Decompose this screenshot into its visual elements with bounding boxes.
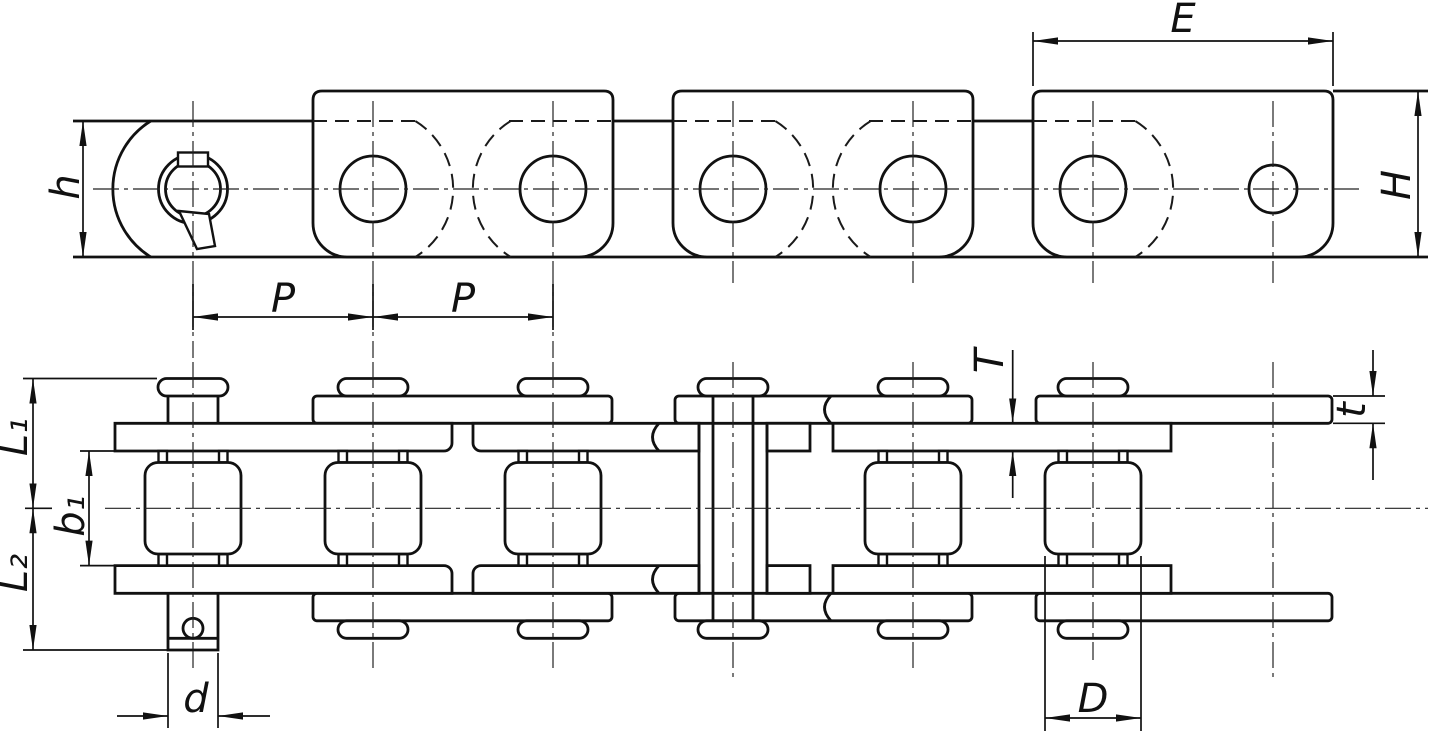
inner-plate-bar-top-4 xyxy=(831,421,1173,453)
dim-P: P P xyxy=(192,276,554,330)
inner-plate-bar-top-1 xyxy=(113,421,454,453)
inner-plate-bar-top-2 xyxy=(471,421,701,453)
break-arc-inner-top xyxy=(651,422,661,452)
dim-d: d xyxy=(117,653,270,728)
outer-plate-bar-bottom-3 xyxy=(1034,591,1334,623)
hidden-inner-plate-arc-h5 xyxy=(831,120,872,258)
dim-label-h: h xyxy=(43,174,89,199)
break-arc-inner-bottom xyxy=(651,564,661,595)
side-vertical-centerlines xyxy=(192,101,1274,358)
inner-plate-bar-top-3 xyxy=(765,421,812,453)
hidden-inner-plate-arc-h4 xyxy=(774,120,815,258)
dim-label-L1: L₁ xyxy=(0,418,37,456)
cotter-pin-leg xyxy=(177,209,217,251)
dim-L2: L₂ xyxy=(0,508,218,651)
plan-view: L₁ L₂ b₁ T xyxy=(0,345,1428,731)
dim-label-P1: P xyxy=(271,276,296,322)
dim-b1: b₁ xyxy=(48,450,114,567)
dim-T: T xyxy=(967,345,1017,498)
inner-plate-bar-bottom-4 xyxy=(831,564,1173,595)
pin-heads-bottom xyxy=(336,619,1130,640)
outer-plate-bar-bottom-1 xyxy=(311,591,614,623)
hidden-inner-plate-arc-h6 xyxy=(1134,120,1175,258)
dim-t: t xyxy=(1329,350,1385,480)
break-arc-outer-top xyxy=(823,395,833,425)
outer-plate-bar-top-1 xyxy=(311,394,614,425)
dim-E: E xyxy=(1032,0,1334,86)
inner-plate-bar-bottom-2 xyxy=(471,564,701,595)
pin-heads-top xyxy=(156,377,1130,398)
dim-label-t: t xyxy=(1329,401,1375,418)
dim-label-b1: b₁ xyxy=(48,495,94,536)
dim-label-L2: L₂ xyxy=(0,554,37,592)
dim-label-d: d xyxy=(183,676,209,722)
break-arc-outer-bottom xyxy=(823,592,833,622)
outer-plate-bar-top-3 xyxy=(1034,394,1334,425)
dim-L1: L₁ xyxy=(0,377,157,510)
inner-plate-bar-bottom-3 xyxy=(765,564,812,595)
side-view: E H h P P xyxy=(43,0,1428,358)
dim-label-H: H xyxy=(1374,170,1420,200)
inner-plate-bar-bottom-1 xyxy=(113,564,454,595)
dim-label-T: T xyxy=(967,345,1013,373)
dim-label-D: D xyxy=(1078,676,1109,722)
hidden-inner-plate-arc-h3 xyxy=(471,120,512,258)
dim-label-E: E xyxy=(1170,0,1196,42)
dim-D: D xyxy=(1044,556,1142,731)
dim-label-P2: P xyxy=(451,276,476,322)
dim-H: H xyxy=(1374,91,1422,257)
plan-vertical-centerlines xyxy=(192,362,1274,680)
dim-h: h xyxy=(43,121,89,257)
hidden-inner-plate-arc-h2 xyxy=(414,120,455,258)
